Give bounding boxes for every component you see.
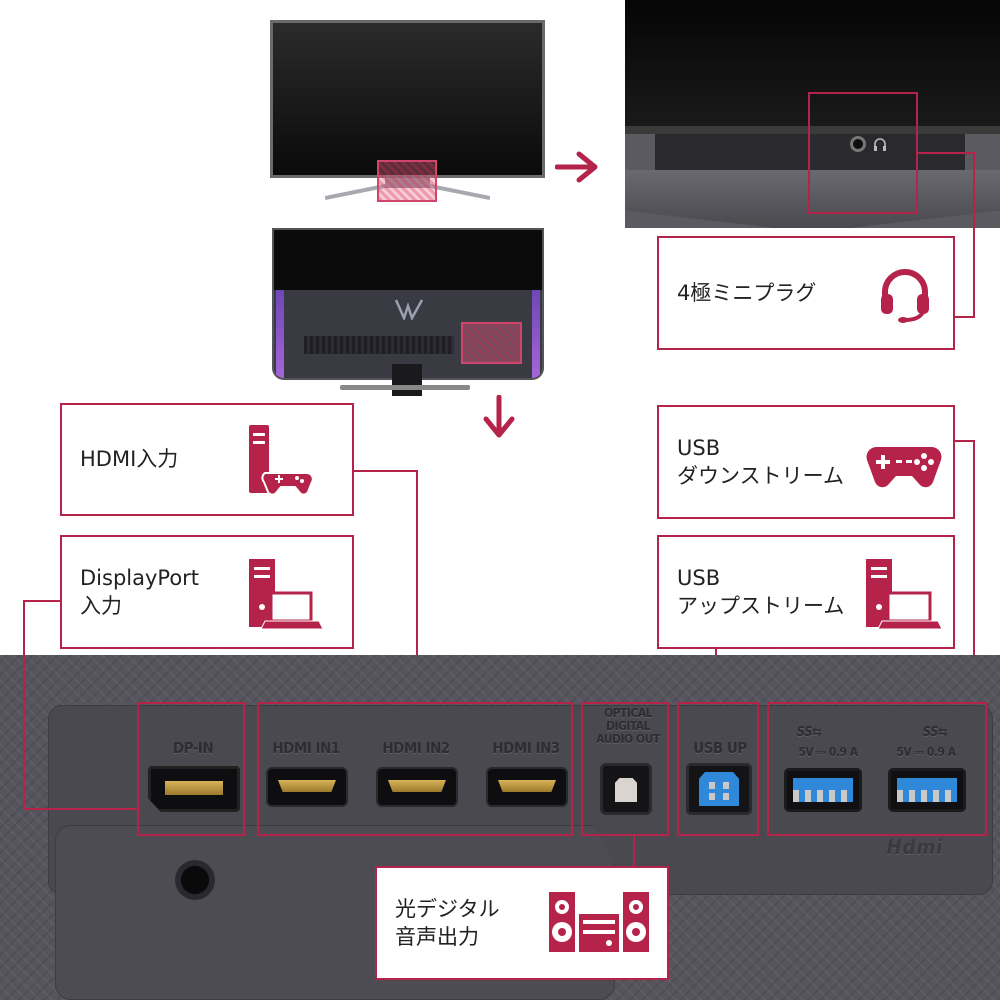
callout-hdmi-in: HDMI入力: [60, 403, 354, 516]
optical-port: [600, 763, 652, 815]
port-label-hdmi1: HDMI IN1: [272, 739, 340, 757]
port-label-optical: OPTICAL DIGITAL AUDIO OUT: [596, 706, 660, 746]
connector-headphone-v: [973, 152, 975, 318]
connector-dp-h2: [23, 808, 139, 810]
hdmi-port-1: [266, 767, 348, 807]
frame-hdmi: [257, 702, 573, 836]
connector-usb-down-h: [955, 440, 975, 442]
callout-optical-out-label: 光デジタル 音声出力: [395, 896, 500, 949]
arrow-down-icon: [483, 395, 515, 438]
hdmi-port-3: [486, 767, 568, 807]
pc-laptop-icon: [249, 559, 324, 630]
port-label-ss2: SS⇆: [922, 725, 948, 740]
headphone-jack-frame: [808, 92, 918, 214]
port-label-usb1-spec: 5V ⎓ 0.9 A: [798, 745, 858, 759]
screw-hole: [175, 860, 215, 900]
connector-dp-h: [23, 600, 61, 602]
port-label-hdmi2: HDMI IN2: [382, 739, 450, 757]
frame-dp: [137, 702, 245, 836]
connector-dp-v: [23, 600, 25, 810]
callout-usb-upstream: USB アップストリーム: [657, 535, 955, 649]
port-label-usb2-spec: 5V ⎓ 0.9 A: [896, 745, 956, 759]
zoom-stand-view: [625, 0, 1000, 228]
stereo-icon: [549, 892, 649, 952]
usb-a-port-1: [784, 768, 862, 812]
port-label-ss1: SS⇆: [796, 725, 822, 740]
zoom-highlight-rear: [461, 322, 522, 364]
frame-usb-down: [767, 702, 987, 836]
monitor-front: [270, 20, 545, 178]
arrow-right-icon: [555, 151, 598, 183]
usb-a-port-2: [888, 768, 966, 812]
connector-hdmi-v: [416, 470, 418, 702]
callout-hdmi-in-label: HDMI入力: [80, 447, 179, 472]
usb-b-port: [686, 763, 752, 815]
dp-port: [148, 766, 240, 812]
callout-usb-downstream-label: USB ダウンストリーム: [677, 435, 844, 488]
port-label-dp: DP-IN: [172, 739, 214, 757]
callout-displayport-in: DisplayPort 入力: [60, 535, 354, 649]
callout-optical-out: 光デジタル 音声出力: [375, 866, 669, 980]
callout-headphone-label: 4極ミニプラグ: [677, 280, 817, 305]
connector-headphone-h2: [955, 316, 975, 318]
zoom-highlight-front: [377, 160, 437, 202]
console-gamepad-icon: [249, 425, 314, 496]
port-label-usb-up: USB UP: [693, 739, 747, 757]
monitor-rear-stand: [392, 364, 422, 396]
frame-optical: [581, 702, 669, 836]
hdmi-port-2: [376, 767, 458, 807]
callout-usb-upstream-label: USB アップストリーム: [677, 565, 845, 618]
connector-hdmi-h: [354, 470, 418, 472]
callout-displayport-in-label: DisplayPort 入力: [80, 565, 200, 618]
connector-headphone-h: [917, 152, 975, 154]
monitor-rear-base: [340, 385, 470, 390]
logo-icon: [394, 299, 424, 320]
hdmi-logo: Hdmi: [886, 835, 944, 859]
callout-headphone: 4極ミニプラグ: [657, 236, 955, 350]
connector-usb-down-v: [973, 440, 975, 702]
headset-icon: [881, 269, 929, 323]
pc-laptop-icon: [866, 559, 943, 630]
frame-usb-up: [677, 702, 759, 836]
port-label-hdmi3: HDMI IN3: [492, 739, 560, 757]
connector-optical-v: [633, 836, 635, 868]
gamepad-icon: [866, 447, 942, 488]
callout-usb-downstream: USB ダウンストリーム: [657, 405, 955, 519]
